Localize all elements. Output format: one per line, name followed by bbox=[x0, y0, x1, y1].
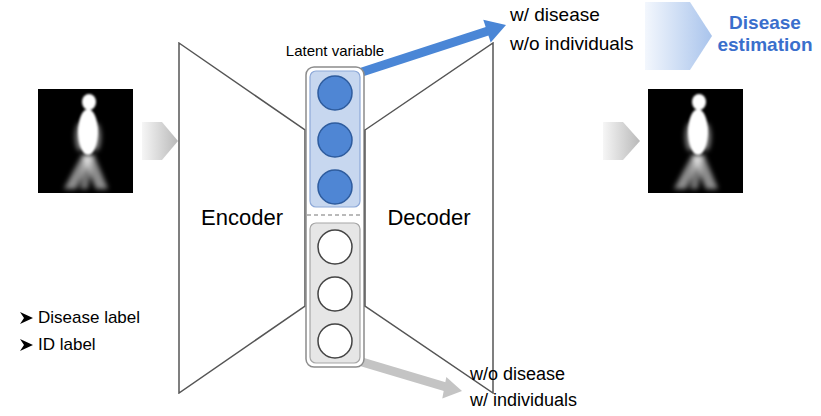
input-label: ID label bbox=[38, 335, 96, 355]
latent-unit bbox=[318, 277, 352, 311]
latent-unit bbox=[318, 76, 352, 110]
latent-outline bbox=[306, 67, 364, 367]
branch-note: w/o disease bbox=[470, 364, 565, 385]
encoder-outline bbox=[179, 43, 305, 393]
bullet-arrow bbox=[20, 312, 33, 324]
output-heading: Disease estimation bbox=[714, 12, 816, 56]
latent-unit bbox=[318, 170, 352, 204]
latent-unit bbox=[318, 324, 352, 358]
disease-branch-arrowhead bbox=[483, 20, 506, 43]
branch-note: w/ individuals bbox=[470, 390, 577, 411]
branch-note: w/o individuals bbox=[510, 33, 634, 55]
output-arrow bbox=[603, 122, 640, 160]
bullet-arrow bbox=[20, 339, 33, 351]
latent-variable-box: Latent variable bbox=[305, 66, 365, 368]
latent-heading: Latent variable bbox=[286, 42, 384, 59]
decoder-block: Decoder bbox=[364, 42, 494, 394]
input-arrow bbox=[142, 122, 178, 160]
input-silhouette bbox=[38, 89, 133, 193]
block-title: Encoder bbox=[201, 205, 283, 231]
individual-branch-arrowhead bbox=[442, 377, 462, 399]
individual-branch-arrow bbox=[362, 362, 446, 387]
output-silhouette bbox=[648, 89, 743, 193]
individual-latent-region bbox=[310, 223, 360, 363]
latent-unit bbox=[318, 230, 352, 264]
latent-divider bbox=[307, 214, 363, 215]
node-shape bbox=[305, 66, 365, 368]
branch-note: w/ disease bbox=[510, 4, 600, 26]
decoder-outline bbox=[365, 43, 493, 393]
latent-unit bbox=[318, 123, 352, 157]
estimation-arrow bbox=[645, 2, 712, 70]
input-label: Disease label bbox=[38, 308, 140, 328]
block-title: Decoder bbox=[387, 205, 470, 231]
disease-latent-region bbox=[310, 71, 360, 207]
encoder-block: Encoder bbox=[178, 42, 306, 394]
